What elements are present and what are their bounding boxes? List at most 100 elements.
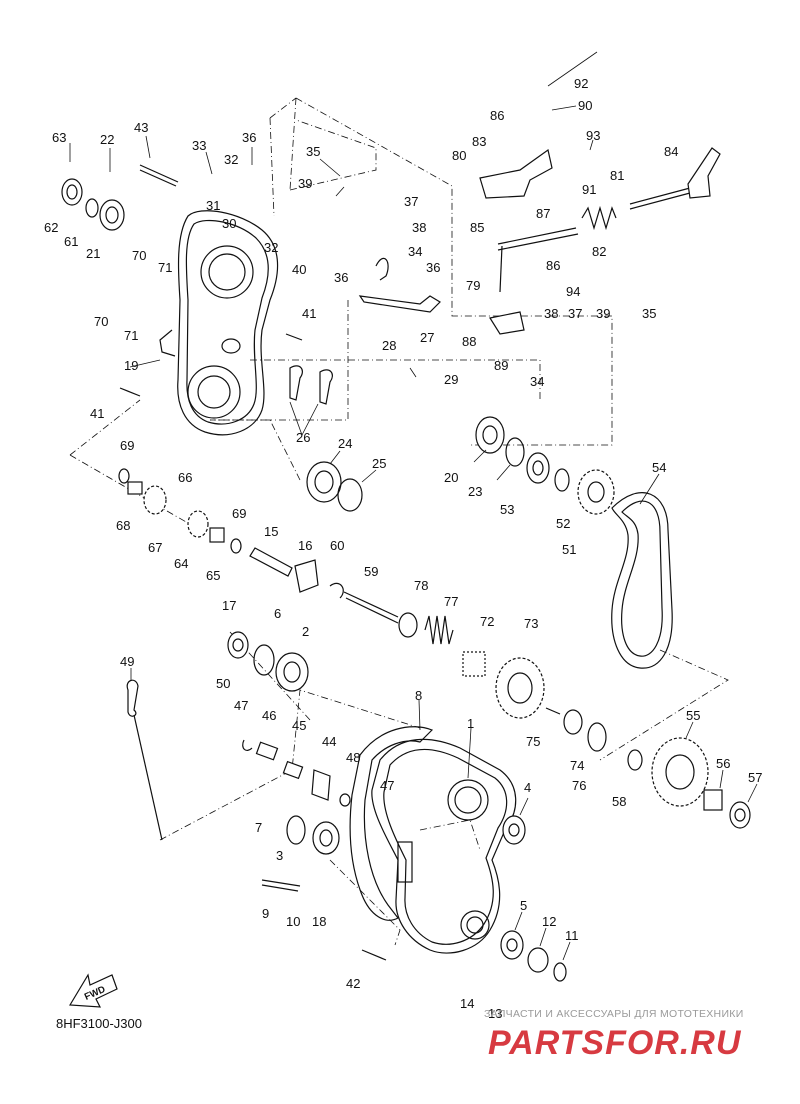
callout-78: 78 <box>414 578 428 593</box>
callout-10: 10 <box>286 914 300 929</box>
shift-mechanism <box>289 147 721 405</box>
callout-numbers: 1 2 3 4 5 6 7 8 9 10 11 12 13 14 15 16 1… <box>44 76 762 1021</box>
callout-76: 76 <box>572 778 586 793</box>
callout-40: 40 <box>292 262 306 277</box>
callout-37b: 37 <box>568 306 582 321</box>
callout-75: 75 <box>526 734 540 749</box>
callout-58: 58 <box>612 794 626 809</box>
callout-47b: 47 <box>380 778 394 793</box>
watermark-tagline: ЗАПЧАСТИ И АКСЕССУАРЫ ДЛЯ МОТОТЕХНИКИ <box>484 1008 744 1020</box>
callout-86a: 86 <box>490 108 504 123</box>
callout-82: 82 <box>592 244 606 259</box>
callout-52: 52 <box>556 516 570 531</box>
leader-lines <box>69 51 758 961</box>
gasket <box>349 726 434 921</box>
callout-89: 89 <box>494 358 508 373</box>
callout-36c: 36 <box>426 260 440 275</box>
callout-91: 91 <box>582 182 596 197</box>
watermark-logo: PARTSFOR.RU <box>488 1024 741 1062</box>
callout-53: 53 <box>500 502 514 517</box>
callout-68: 68 <box>116 518 130 533</box>
dipstick <box>126 679 163 841</box>
callout-22: 22 <box>100 132 114 147</box>
callout-56: 56 <box>716 756 730 771</box>
callout-27: 27 <box>420 330 434 345</box>
callout-45: 45 <box>292 718 306 733</box>
callout-7: 7 <box>255 820 262 835</box>
callout-6: 6 <box>274 606 281 621</box>
callout-23: 23 <box>468 484 482 499</box>
callout-87: 87 <box>536 206 550 221</box>
callout-66: 66 <box>178 470 192 485</box>
callout-39a: 39 <box>298 176 312 191</box>
callout-36a: 36 <box>242 130 256 145</box>
fwd-arrow-icon: FWD <box>68 973 118 1008</box>
callout-65: 65 <box>206 568 220 583</box>
callout-71b: 71 <box>124 328 138 343</box>
callout-8: 8 <box>415 688 422 703</box>
callout-17: 17 <box>222 598 236 613</box>
callout-60: 60 <box>330 538 344 553</box>
callout-4: 4 <box>524 780 531 795</box>
callout-13: 13 <box>488 1006 502 1021</box>
callout-34b: 34 <box>530 374 544 389</box>
callout-39b: 39 <box>596 306 610 321</box>
bearings-and-gears <box>61 164 751 982</box>
callout-1: 1 <box>467 716 474 731</box>
callout-86b: 86 <box>546 258 560 273</box>
callout-31: 31 <box>206 198 220 213</box>
callout-47a: 47 <box>234 698 248 713</box>
callout-94: 94 <box>566 284 580 299</box>
callout-28: 28 <box>382 338 396 353</box>
callout-3: 3 <box>276 848 283 863</box>
callout-62: 62 <box>44 220 58 235</box>
callout-19: 19 <box>124 358 138 373</box>
callout-61: 61 <box>64 234 78 249</box>
callout-69a: 69 <box>120 438 134 453</box>
callout-15: 15 <box>264 524 278 539</box>
callout-74: 74 <box>570 758 584 773</box>
callout-84: 84 <box>664 144 678 159</box>
callout-34a: 34 <box>408 244 422 259</box>
callout-33: 33 <box>192 138 206 153</box>
callout-41b: 41 <box>90 406 104 421</box>
callout-88: 88 <box>462 334 476 349</box>
callout-80: 80 <box>452 148 466 163</box>
callout-12: 12 <box>542 914 556 929</box>
callout-63: 63 <box>52 130 66 145</box>
callout-51: 51 <box>562 542 576 557</box>
diagram-code: 8HF3100-J300 <box>56 1016 142 1031</box>
drive-chain <box>611 492 673 669</box>
callout-57: 57 <box>748 770 762 785</box>
callout-42: 42 <box>346 976 360 991</box>
callout-38a: 38 <box>412 220 426 235</box>
callout-70a: 70 <box>132 248 146 263</box>
callout-38b: 38 <box>544 306 558 321</box>
callout-67: 67 <box>148 540 162 555</box>
callout-9: 9 <box>262 906 269 921</box>
callout-71a: 71 <box>158 260 172 275</box>
callout-2: 2 <box>302 624 309 639</box>
callout-69b: 69 <box>232 506 246 521</box>
callout-59: 59 <box>364 564 378 579</box>
callout-29: 29 <box>444 372 458 387</box>
callout-50: 50 <box>216 676 230 691</box>
callout-32b: 32 <box>264 240 278 255</box>
callout-16: 16 <box>298 538 312 553</box>
callout-64: 64 <box>174 556 188 571</box>
callout-21: 21 <box>86 246 100 261</box>
callout-30: 30 <box>222 216 236 231</box>
callout-81: 81 <box>610 168 624 183</box>
callout-5: 5 <box>520 898 527 913</box>
assembly-reference-lines <box>69 97 729 946</box>
callout-20: 20 <box>444 470 458 485</box>
callout-41a: 41 <box>302 306 316 321</box>
right-case <box>371 738 517 954</box>
callout-32a: 32 <box>224 152 238 167</box>
callout-85: 85 <box>470 220 484 235</box>
callout-92: 92 <box>574 76 588 91</box>
callout-24: 24 <box>338 436 352 451</box>
callout-73: 73 <box>524 616 538 631</box>
callout-11: 11 <box>565 928 579 943</box>
